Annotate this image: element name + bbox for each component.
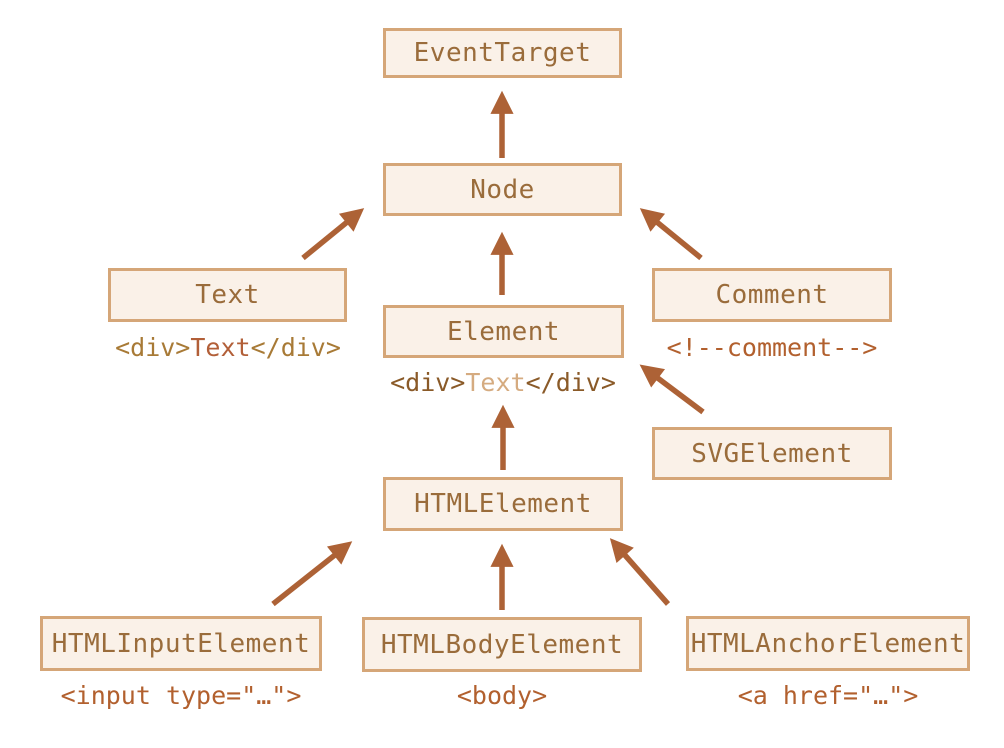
node-label-text: Text [195,280,260,310]
node-label-htmlbodyelement: HTMLBodyElement [380,629,624,660]
code-example-text: <div>Text</div> [115,333,341,362]
node-label-comment: Comment [715,280,829,310]
arrow-htmlinputelement-to-htmlelement [271,541,353,607]
node-label-htmlanchorelement: HTMLAnchorElement [690,628,966,659]
code-comment: <!--comment--> [666,333,878,362]
node-box-htmlbodyelement: HTMLBodyElement [362,617,642,672]
node-box-eventtarget: EventTarget [383,28,622,78]
arrow-htmlanchorelement-to-htmlelement [609,538,671,606]
arrow-svgelement-to-element [639,364,705,415]
code-tag-close: </div> [250,333,341,362]
node-box-svgelement: SVGElement [652,427,892,480]
node-box-text: Text [108,268,347,322]
code-input: <input type="…"> [60,681,302,710]
code-tag-close: </div> [525,368,616,397]
code-example-anchor: <a href="…"> [738,681,919,710]
arrow-comment-to-node [639,208,703,261]
code-text-dimmed: Text [465,368,526,397]
node-label-htmlelement: HTMLElement [414,489,592,519]
arrow-text-to-node [301,208,365,261]
code-text-emphasized: Text [190,333,251,362]
node-box-element: Element [383,305,624,358]
code-example-input: <input type="…"> [61,681,302,710]
node-label-eventtarget: EventTarget [413,38,592,68]
node-box-comment: Comment [652,268,892,322]
node-box-node: Node [383,163,622,216]
node-label-element: Element [446,316,561,347]
node-box-htmlinputelement: HTMLInputElement [40,616,322,671]
node-box-htmlelement: HTMLElement [383,477,623,531]
code-example-element: <div>Text</div> [390,368,616,397]
code-body: <body> [456,681,548,710]
code-example-body: <body> [457,681,547,710]
code-tag-open: <div> [390,368,466,397]
node-label-node: Node [470,174,535,205]
code-tag-open: <div> [115,333,191,362]
node-label-htmlinputelement: HTMLInputElement [51,628,311,659]
code-example-comment: <!--comment--> [667,333,878,362]
node-box-htmlanchorelement: HTMLAnchorElement [686,616,970,671]
code-anchor: <a href="…"> [737,681,919,710]
node-label-svgelement: SVGElement [691,438,853,469]
